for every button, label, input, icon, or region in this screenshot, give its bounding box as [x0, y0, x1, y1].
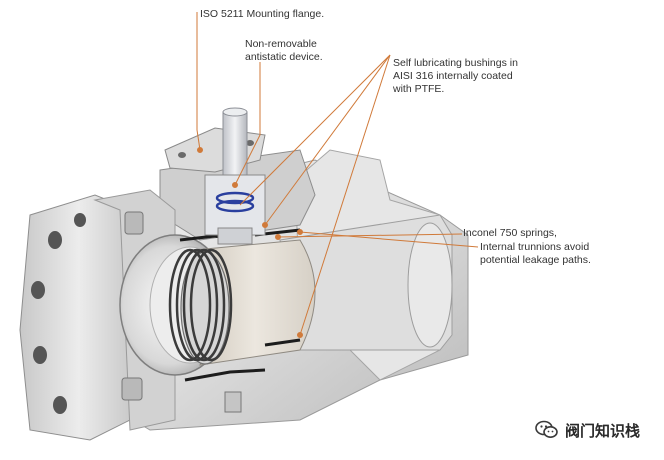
bonnet-bolt: [124, 211, 144, 235]
label-line: ISO 5211 Mounting flange.: [200, 8, 325, 20]
leader-line-bushings: [264, 54, 391, 226]
bolt-hole: [31, 281, 45, 299]
leader-dot: [275, 234, 281, 240]
leader-line-flange: [196, 12, 201, 151]
leader-dot: [297, 332, 303, 338]
label-antistatic-device: Non-removable antistatic device.: [245, 38, 323, 64]
watermark: 阀门知识栈: [535, 417, 640, 443]
wechat-chat-icon: [535, 420, 558, 438]
stem-assembly: [164, 107, 266, 245]
right-bore-opening: [407, 222, 453, 348]
leader-lines: [196, 12, 479, 338]
lower-seal: [184, 368, 266, 382]
spring-coil: [168, 248, 212, 362]
spring-coil: [175, 248, 219, 362]
label-trunnions: Internal trunnions avoid potential leaka…: [480, 241, 591, 267]
watermark-text: 阀门知识栈: [565, 421, 641, 440]
stem-top: [222, 107, 248, 117]
leader-line-antistatic: [234, 62, 261, 186]
lower-seal: [264, 338, 301, 347]
label-bushings: Self lubricating bushings in AISI 316 in…: [393, 57, 518, 96]
hardware: [121, 211, 242, 413]
drain-plug: [224, 391, 242, 413]
leader-line-bushings: [239, 54, 391, 206]
spring-coil: [182, 248, 226, 362]
seat-springs: [168, 248, 233, 362]
label-line: AISI 316 internally coated: [393, 70, 513, 82]
label-line: antistatic device.: [245, 51, 323, 63]
label-line: Internal trunnions avoid: [480, 241, 590, 253]
leader-line-trunnions: [299, 231, 479, 248]
leader-line-bushings: [299, 54, 391, 336]
bolt-hole: [74, 213, 86, 227]
blue-ring: [215, 199, 255, 213]
bolt-hole: [33, 346, 47, 364]
stem-base: [217, 227, 253, 245]
mounting-hole: [178, 152, 186, 158]
label-line: with PTFE.: [393, 83, 445, 95]
label-line: Non-removable: [245, 38, 317, 50]
leader-dot: [232, 182, 238, 188]
label-line: Inconel 750 springs,: [463, 227, 557, 239]
label-springs: Inconel 750 springs,: [463, 227, 557, 240]
bolt-hole: [53, 396, 67, 414]
stem-housing: [204, 174, 266, 236]
leader-dot: [297, 229, 303, 235]
bolt-hole: [48, 231, 62, 249]
blue-ring: [215, 191, 255, 205]
label-line: potential leakage paths.: [480, 254, 591, 266]
spring-coil: [189, 248, 233, 362]
leader-dot: [197, 147, 203, 153]
label-iso-flange: ISO 5211 Mounting flange.: [200, 8, 324, 21]
mounting-hole: [246, 140, 254, 146]
label-line: Self lubricating bushings in: [393, 57, 518, 69]
bonnet-bolt: [121, 377, 143, 401]
leader-dot: [262, 222, 268, 228]
leader-line-springs: [277, 233, 463, 238]
